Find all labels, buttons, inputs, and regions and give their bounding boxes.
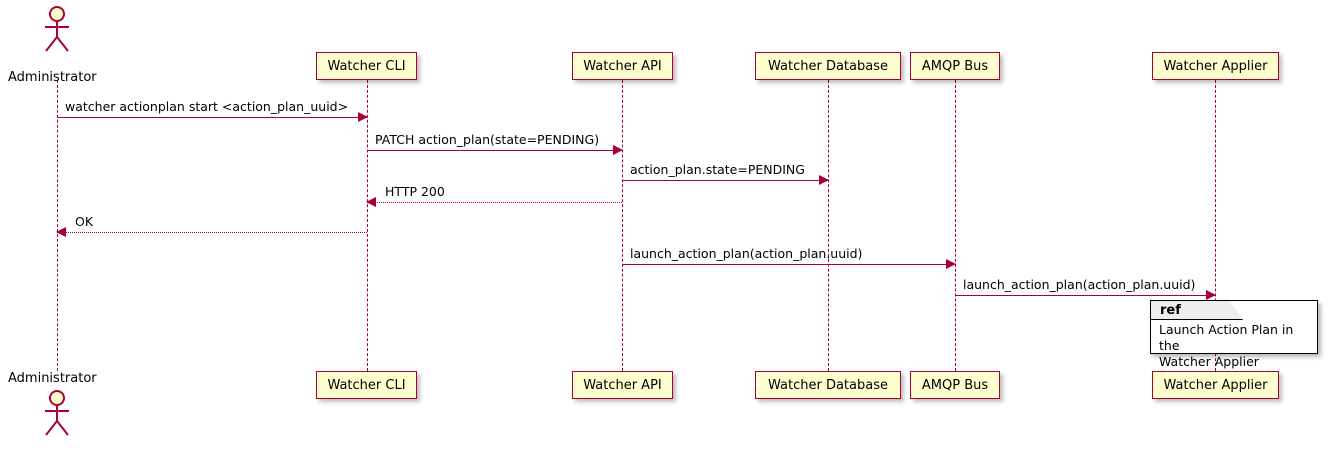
participant-label: Watcher Database	[768, 377, 888, 393]
participant-label: Watcher API	[583, 58, 662, 74]
stick-figure-icon	[45, 390, 69, 436]
arrowhead-left-icon	[366, 197, 376, 207]
participant-label: Watcher Database	[768, 58, 888, 74]
actor-administrator-top[interactable]	[41, 6, 73, 56]
message-label: PATCH action_plan(state=PENDING)	[375, 131, 600, 147]
message-line	[955, 295, 1215, 296]
lifeline-watcher_db	[828, 80, 829, 371]
participant-label: Watcher CLI	[327, 58, 406, 74]
lifeline-administrator	[57, 80, 58, 371]
ref-fragment-tag: ref	[1151, 301, 1243, 320]
fold-corner-icon	[1230, 301, 1243, 320]
message-line	[57, 117, 367, 118]
participant-watcher_cli-bottom[interactable]: Watcher CLI	[316, 371, 417, 399]
message-line	[367, 202, 622, 203]
message-line	[57, 232, 367, 233]
arrowhead-right-icon	[358, 112, 368, 122]
stick-figure-icon	[45, 6, 69, 52]
arrowhead-right-icon	[613, 145, 623, 155]
participant-watcher_api-bottom[interactable]: Watcher API	[572, 371, 673, 399]
participant-watcher_cli-top[interactable]: Watcher CLI	[316, 52, 417, 80]
message-line	[622, 180, 828, 181]
actor-label-administrator-top: Administrator	[8, 70, 97, 85]
message-line	[622, 264, 955, 265]
lifeline-watcher_api	[622, 80, 623, 371]
participant-watcher_db-top[interactable]: Watcher Database	[755, 52, 901, 80]
message-label: launch_action_plan(action_plan.uuid)	[630, 245, 863, 261]
message-label: watcher actionplan start <action_plan_uu…	[65, 98, 349, 114]
ref-fragment-body-line1: Launch Action Plan in the	[1159, 322, 1294, 353]
participant-label: AMQP Bus	[921, 58, 989, 74]
actor-administrator-bottom[interactable]	[41, 390, 73, 440]
message-label: launch_action_plan(action_plan.uuid)	[963, 276, 1196, 292]
lifeline-watcher_cli	[367, 80, 368, 371]
lifeline-watcher_applier	[1215, 80, 1216, 371]
participant-label: Watcher Applier	[1163, 377, 1268, 393]
participant-label: AMQP Bus	[921, 377, 989, 393]
ref-fragment-body-line2: Watcher Applier	[1159, 354, 1259, 369]
participant-label: Watcher Applier	[1163, 58, 1268, 74]
participant-amqp_bus-bottom[interactable]: AMQP Bus	[910, 371, 1000, 399]
ref-fragment-tag-label: ref	[1160, 302, 1181, 318]
message-label: action_plan.state=PENDING	[630, 161, 805, 177]
participant-label: Watcher CLI	[327, 377, 406, 393]
message-line	[367, 150, 622, 151]
message-label: OK	[75, 213, 94, 229]
arrowhead-right-icon	[946, 259, 956, 269]
participant-label: Watcher API	[583, 377, 662, 393]
participant-watcher_api-top[interactable]: Watcher API	[572, 52, 673, 80]
arrowhead-right-icon	[819, 175, 829, 185]
participant-amqp_bus-top[interactable]: AMQP Bus	[910, 52, 1000, 80]
message-label: HTTP 200	[385, 183, 445, 199]
arrowhead-left-icon	[56, 227, 66, 237]
participant-watcher_applier-bottom[interactable]: Watcher Applier	[1152, 371, 1279, 399]
actor-label-administrator-bottom: Administrator	[8, 371, 97, 386]
arrowhead-right-icon	[1206, 290, 1216, 300]
participant-watcher_applier-top[interactable]: Watcher Applier	[1152, 52, 1279, 80]
lifeline-amqp_bus	[955, 80, 956, 371]
participant-watcher_db-bottom[interactable]: Watcher Database	[755, 371, 901, 399]
